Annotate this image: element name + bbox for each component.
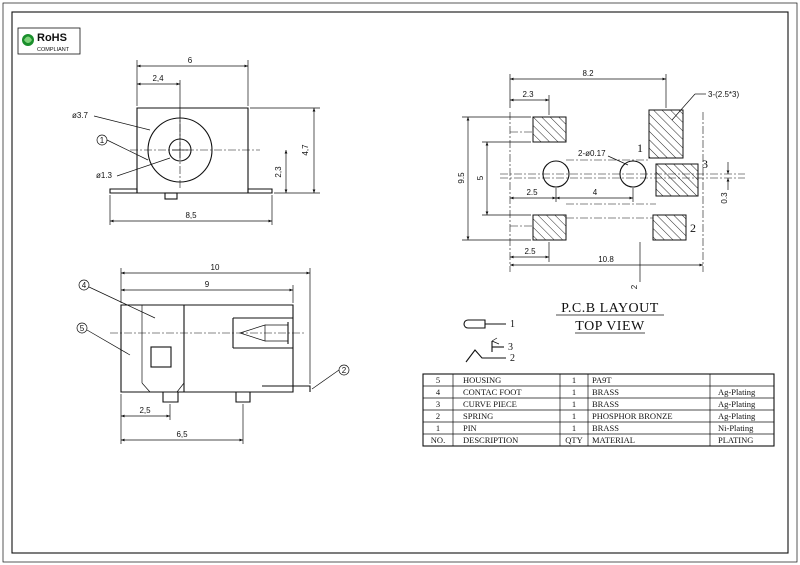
bom-cell-no: 5: [436, 375, 440, 385]
bom-header-plating: PLATING: [718, 435, 753, 445]
bom-cell-desc: PIN: [463, 423, 477, 433]
callout-4-label: 4: [82, 281, 87, 290]
bom-header-mat: MATERIAL: [592, 435, 635, 445]
dim-pcb-gap: 0.3: [720, 192, 729, 204]
schematic-label-3: 3: [508, 342, 513, 353]
pcb-title: P.C.B LAYOUT: [561, 301, 659, 316]
dim-pcb-pad-left: 2.3: [522, 90, 534, 99]
bom-cell-plating: Ag-Plating: [718, 399, 756, 409]
dim-pcb-bottom-gap: 2: [630, 284, 639, 289]
rohs-subtitle: COMPLIANT: [37, 47, 70, 53]
callout-4-circle: [78, 279, 90, 291]
rohs-title: RoHS: [37, 32, 67, 44]
dim-front-center-h: 2,3: [274, 166, 283, 178]
pin-label-2: 2: [690, 221, 696, 235]
dim-side-body: 9: [205, 280, 210, 289]
bom-header-no: NO.: [431, 435, 445, 445]
callout-1-label: 1: [100, 136, 105, 145]
dim-pcb-height: 9.5: [457, 172, 466, 184]
bom-cell-qty: 1: [572, 423, 576, 433]
inner-border: [11, 11, 789, 554]
pad-pin-3: [655, 163, 699, 197]
dim-side-foot-span: 6,5: [176, 430, 188, 439]
schematic-label-2: 2: [510, 353, 515, 364]
dim-side-foot-offset: 2,5: [139, 406, 151, 415]
dim-pin-diameter: ø1.3: [96, 171, 113, 180]
front-view: 6 2,4 8,5 4,7 2,3 ø3.7 1 ø1.3: [72, 56, 320, 225]
pad-pin-2: [652, 214, 687, 241]
callout-5-label: 5: [80, 324, 85, 333]
bom-cell-qty: 1: [572, 411, 576, 421]
dim-pcb-inner-h: 5: [476, 175, 485, 180]
dim-front-offset: 2,4: [152, 74, 164, 83]
dim-front-width: 6: [188, 56, 193, 65]
bom-cell-plating: Ni-Plating: [718, 423, 754, 433]
bom-cell-no: 2: [436, 411, 440, 421]
pcb-layout: 8.2 2.3 9.5 5 2.5 4 2.5 10.8 2 0.3: [457, 69, 745, 334]
bom-cell-qty: 1: [572, 399, 576, 409]
pad-pin-1: [648, 109, 684, 159]
pcb-subtitle: TOP VIEW: [575, 319, 645, 334]
rohs-logo: RoHS COMPLIANT: [17, 27, 81, 55]
pin-label-3: 3: [702, 157, 708, 171]
bom-cell-mat: PA9T: [592, 375, 612, 385]
dim-pcb-pad-bottom: 2.5: [524, 247, 536, 256]
dim-pcb-width: 8.2: [582, 69, 594, 78]
dim-front-base: 8,5: [185, 211, 197, 220]
bom-cell-desc: CONTAC FOOT: [463, 387, 522, 397]
bom-cell-qty: 1: [572, 375, 576, 385]
dim-pcb-overall-w: 10.8: [598, 255, 614, 264]
dim-outer-diameter: ø3.7: [72, 111, 89, 120]
bom-cell-mat: BRASS: [592, 423, 619, 433]
schematic-symbol: 1 3 2: [463, 319, 515, 364]
pad-bottom-left: [532, 214, 567, 241]
bom-cell-mat: BRASS: [592, 387, 619, 397]
bom-header-desc: DESCRIPTION: [463, 435, 518, 445]
bom-cell-desc: SPRING: [463, 411, 493, 421]
bom-cell-no: 1: [436, 423, 440, 433]
bom-cell-mat: BRASS: [592, 399, 619, 409]
bom-cell-plating: Ag-Plating: [718, 387, 756, 397]
dim-pcb-hole-pitch: 4: [593, 188, 598, 197]
bom-cell-desc: HOUSING: [463, 375, 501, 385]
dim-side-total: 10: [211, 263, 220, 272]
bom-cell-qty: 1: [572, 387, 576, 397]
bom-cell-mat: PHOSPHOR BRONZE: [592, 411, 673, 421]
side-view: 10 9 2,5 6,5 4 5 2: [76, 263, 350, 444]
callout-5-circle: [76, 322, 88, 334]
bom-cell-desc: CURVE PIECE: [463, 399, 517, 409]
bom-cell-plating: Ag-Plating: [718, 411, 756, 421]
bom-cell-no: 3: [436, 399, 440, 409]
hole-size-note: 2-ø0.17: [578, 149, 606, 158]
pad-top-left: [532, 116, 567, 143]
dim-front-height: 4,7: [301, 144, 310, 156]
bom-header-qty: QTY: [565, 435, 582, 445]
pad-size-note: 3-(2.5*3): [708, 90, 739, 99]
pin-label-1: 1: [637, 141, 643, 155]
schematic-label-1: 1: [510, 319, 515, 330]
callout-2-label: 2: [342, 366, 347, 375]
dim-pcb-hole-x: 2.5: [526, 188, 538, 197]
bom-cell-no: 4: [436, 387, 441, 397]
